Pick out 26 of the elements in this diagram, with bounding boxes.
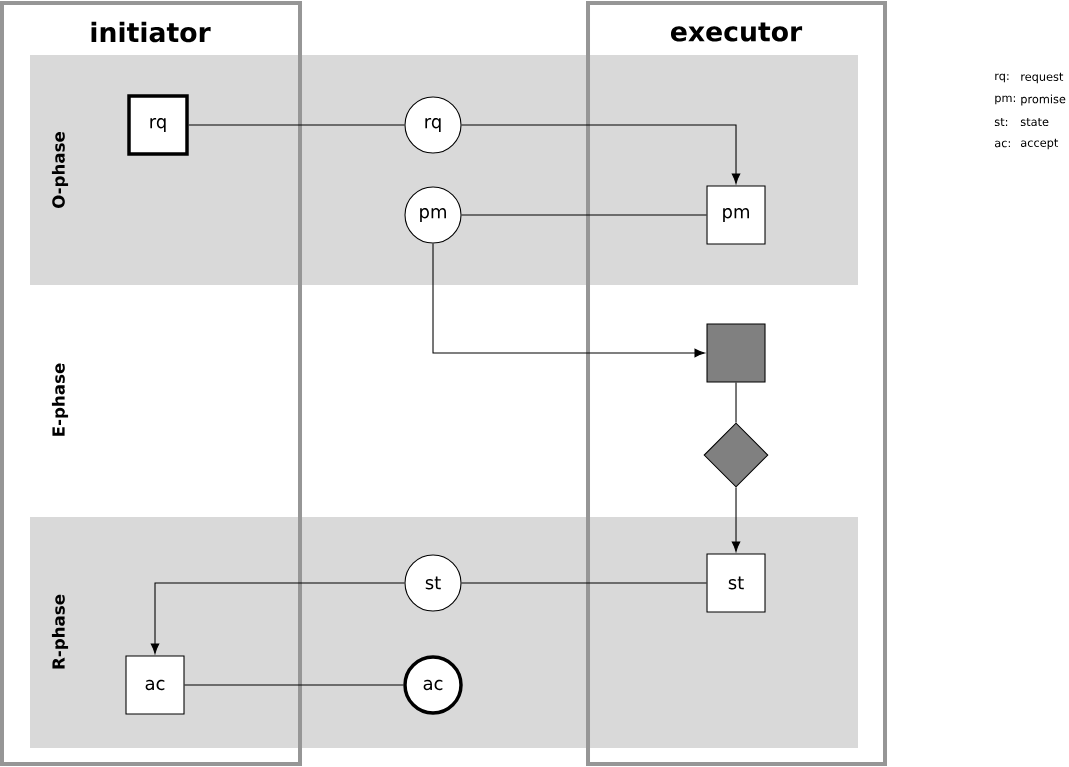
act-box: pm (706, 185, 766, 245)
legend-text: rq: (995, 73, 1009, 83)
connector (150, 582, 405, 654)
act-box: st (706, 553, 766, 613)
legend-text: st: (994, 117, 1008, 127)
legend-text: promise (1021, 94, 1066, 106)
connector (735, 382, 737, 423)
legend-text: accept (1020, 138, 1059, 150)
act-box: rq (127, 94, 189, 156)
connector (731, 487, 741, 552)
connector (461, 124, 741, 184)
connector (184, 684, 404, 686)
act-box (706, 323, 766, 383)
act-box: ac (125, 655, 185, 715)
phase-label: E-phase (51, 363, 69, 436)
legend-text: request (1021, 72, 1064, 84)
connector (461, 214, 707, 216)
legend-text: pm: (995, 95, 1015, 105)
legend-text: ac: (994, 140, 1010, 148)
lane-title: initiator (91, 21, 211, 43)
decision-diamond (703, 422, 769, 488)
legend-text: state (1020, 117, 1049, 127)
connector (432, 243, 705, 358)
connector (461, 582, 707, 584)
connector (188, 124, 405, 126)
lane-title: executor (670, 22, 803, 42)
